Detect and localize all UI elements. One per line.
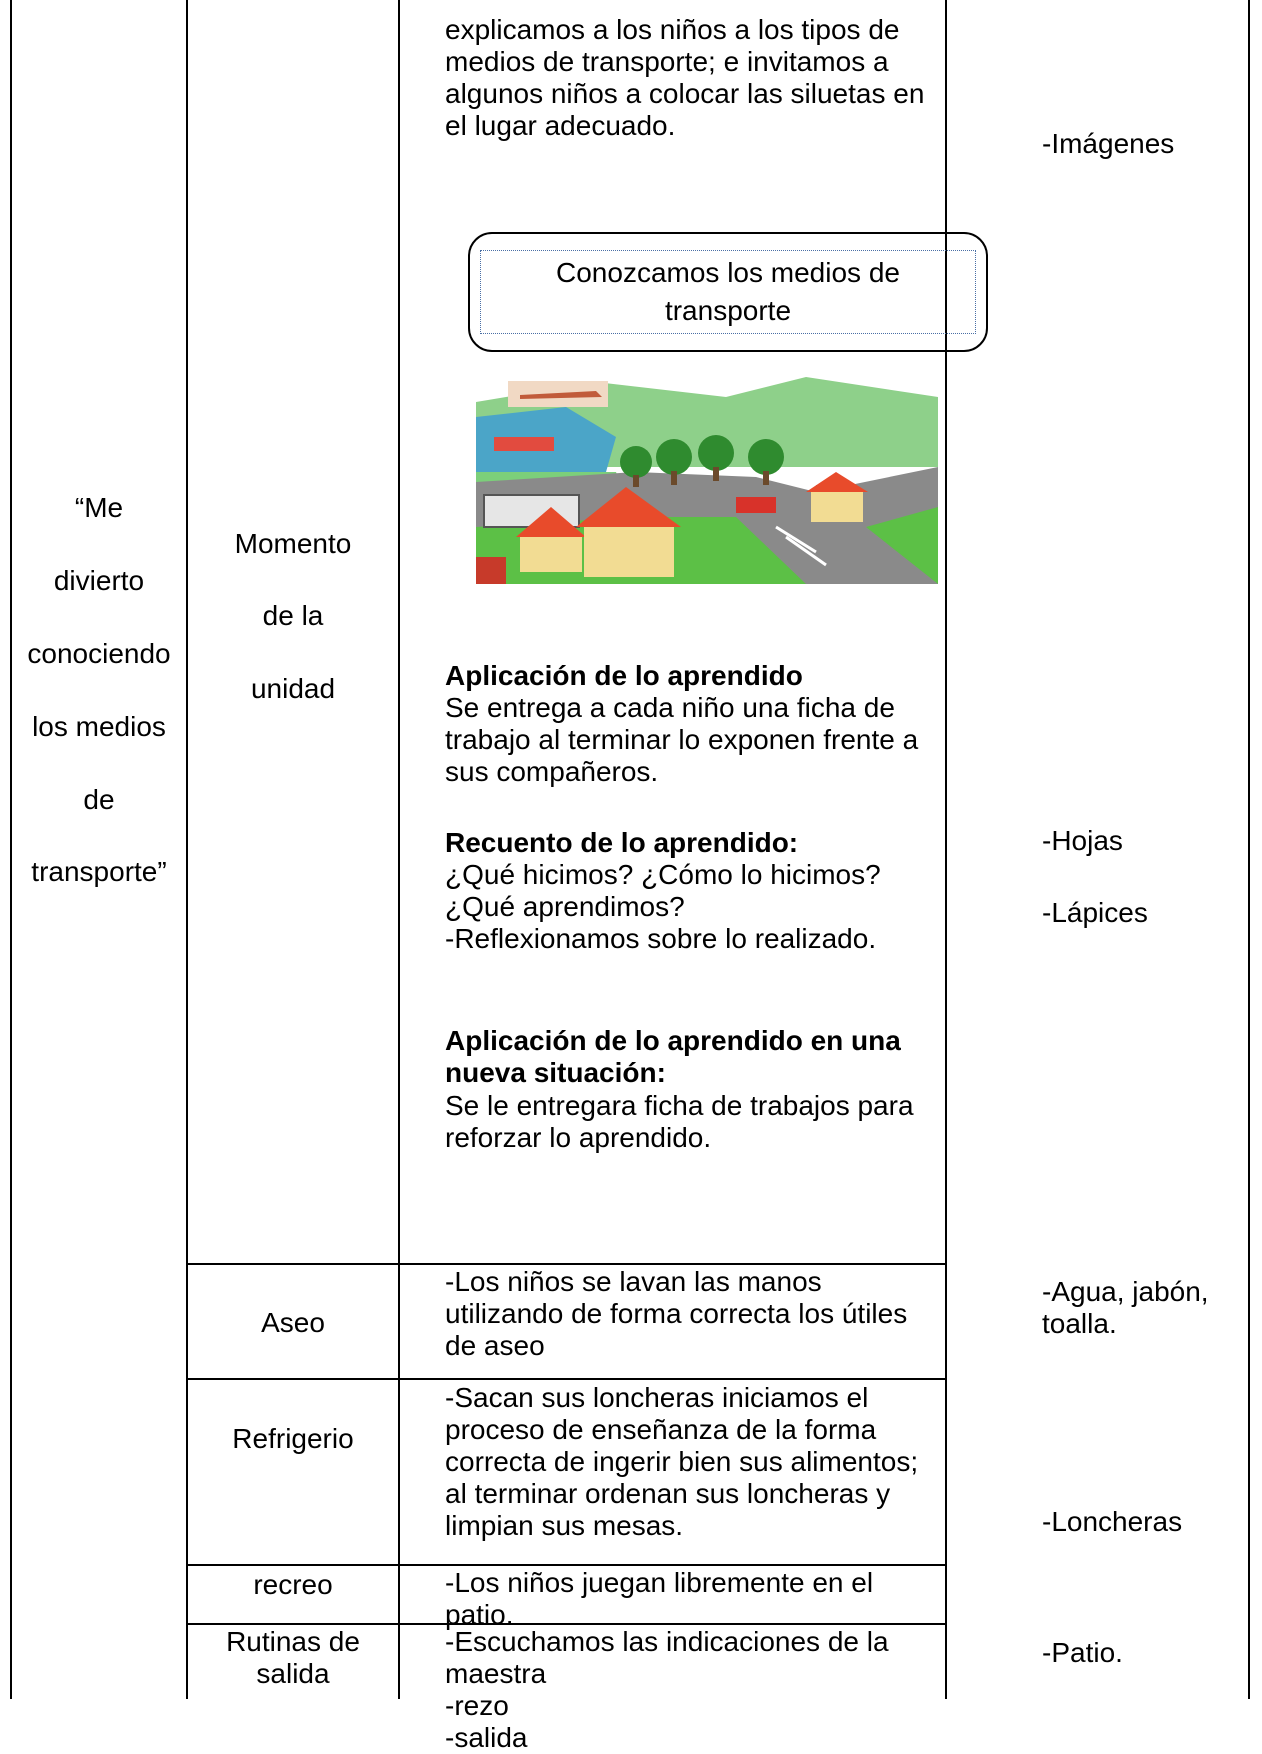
row-divider-aseo — [186, 1263, 946, 1265]
section-text-recuento: ¿Qué hicimos? ¿Cómo lo hicimos? ¿Qué apr… — [445, 859, 881, 954]
title-line-4: los medios — [32, 711, 166, 742]
section-text-aplicacion: Se entrega a cada niño una ficha de trab… — [445, 692, 919, 787]
moment-line-3: unidad — [250, 673, 336, 704]
activity-title-box: Conozcamos los medios de transporte — [468, 232, 988, 352]
resource-patio: -Patio. — [1042, 1637, 1123, 1668]
table-divider-col1 — [186, 0, 188, 1699]
title-line-6: transporte” — [31, 856, 167, 887]
resource-agua: -Agua, jabón, toalla. — [1042, 1276, 1209, 1339]
row-divider-rutinas — [186, 1623, 946, 1625]
row-divider-recreo — [186, 1564, 946, 1566]
row-text-rutinas: -Escuchamos las indicaciones de la maest… — [445, 1626, 889, 1753]
intro-text: explicamos a los niños a los tipos de me… — [445, 14, 925, 141]
moment-line-2: de la — [262, 600, 324, 631]
activity-title: Conozcamos los medios de transporte — [556, 257, 900, 326]
resource-hojas: -Hojas — [1042, 825, 1123, 856]
resource-lapices: -Lápices — [1042, 897, 1148, 928]
table-divider-col2 — [398, 0, 400, 1699]
transport-illustration — [476, 377, 938, 584]
row-divider-refrigerio — [186, 1378, 946, 1380]
row-label-aseo: Aseo — [261, 1307, 325, 1338]
row-label-rutinas: Rutinas de salida — [226, 1626, 360, 1689]
activity-title-inner — [480, 250, 976, 334]
resource-loncheras: -Loncheras — [1042, 1506, 1183, 1537]
title-line-3: conociendo — [27, 638, 171, 669]
table-divider-col3 — [945, 0, 947, 1699]
table-border-left — [10, 0, 12, 1699]
row-text-aseo: -Los niños se lavan las manos utilizando… — [445, 1266, 908, 1361]
row-label-refrigerio: Refrigerio — [232, 1423, 354, 1454]
row-text-recreo: -Los niños juegan libremente en el patio… — [445, 1567, 874, 1630]
title-line-2: divierto — [53, 565, 145, 596]
title-line-5: de — [83, 784, 115, 815]
section-text-nueva: Se le entregara ficha de trabajos para r… — [445, 1090, 914, 1153]
section-title-aplicacion: Aplicación de lo aprendido — [445, 660, 803, 691]
moment-line-1: Momento — [234, 528, 352, 559]
title-line-1: “Me — [74, 492, 124, 523]
table-border-right — [1248, 0, 1250, 1699]
row-text-refrigerio: -Sacan sus loncheras iniciamos el proces… — [445, 1382, 919, 1541]
section-title-recuento: Recuento de lo aprendido: — [445, 827, 799, 858]
row-label-recreo: recreo — [253, 1569, 333, 1600]
resource-imagenes: -Imágenes — [1042, 128, 1175, 159]
section-title-nueva: Aplicación de lo aprendido en una nueva … — [445, 1025, 901, 1088]
